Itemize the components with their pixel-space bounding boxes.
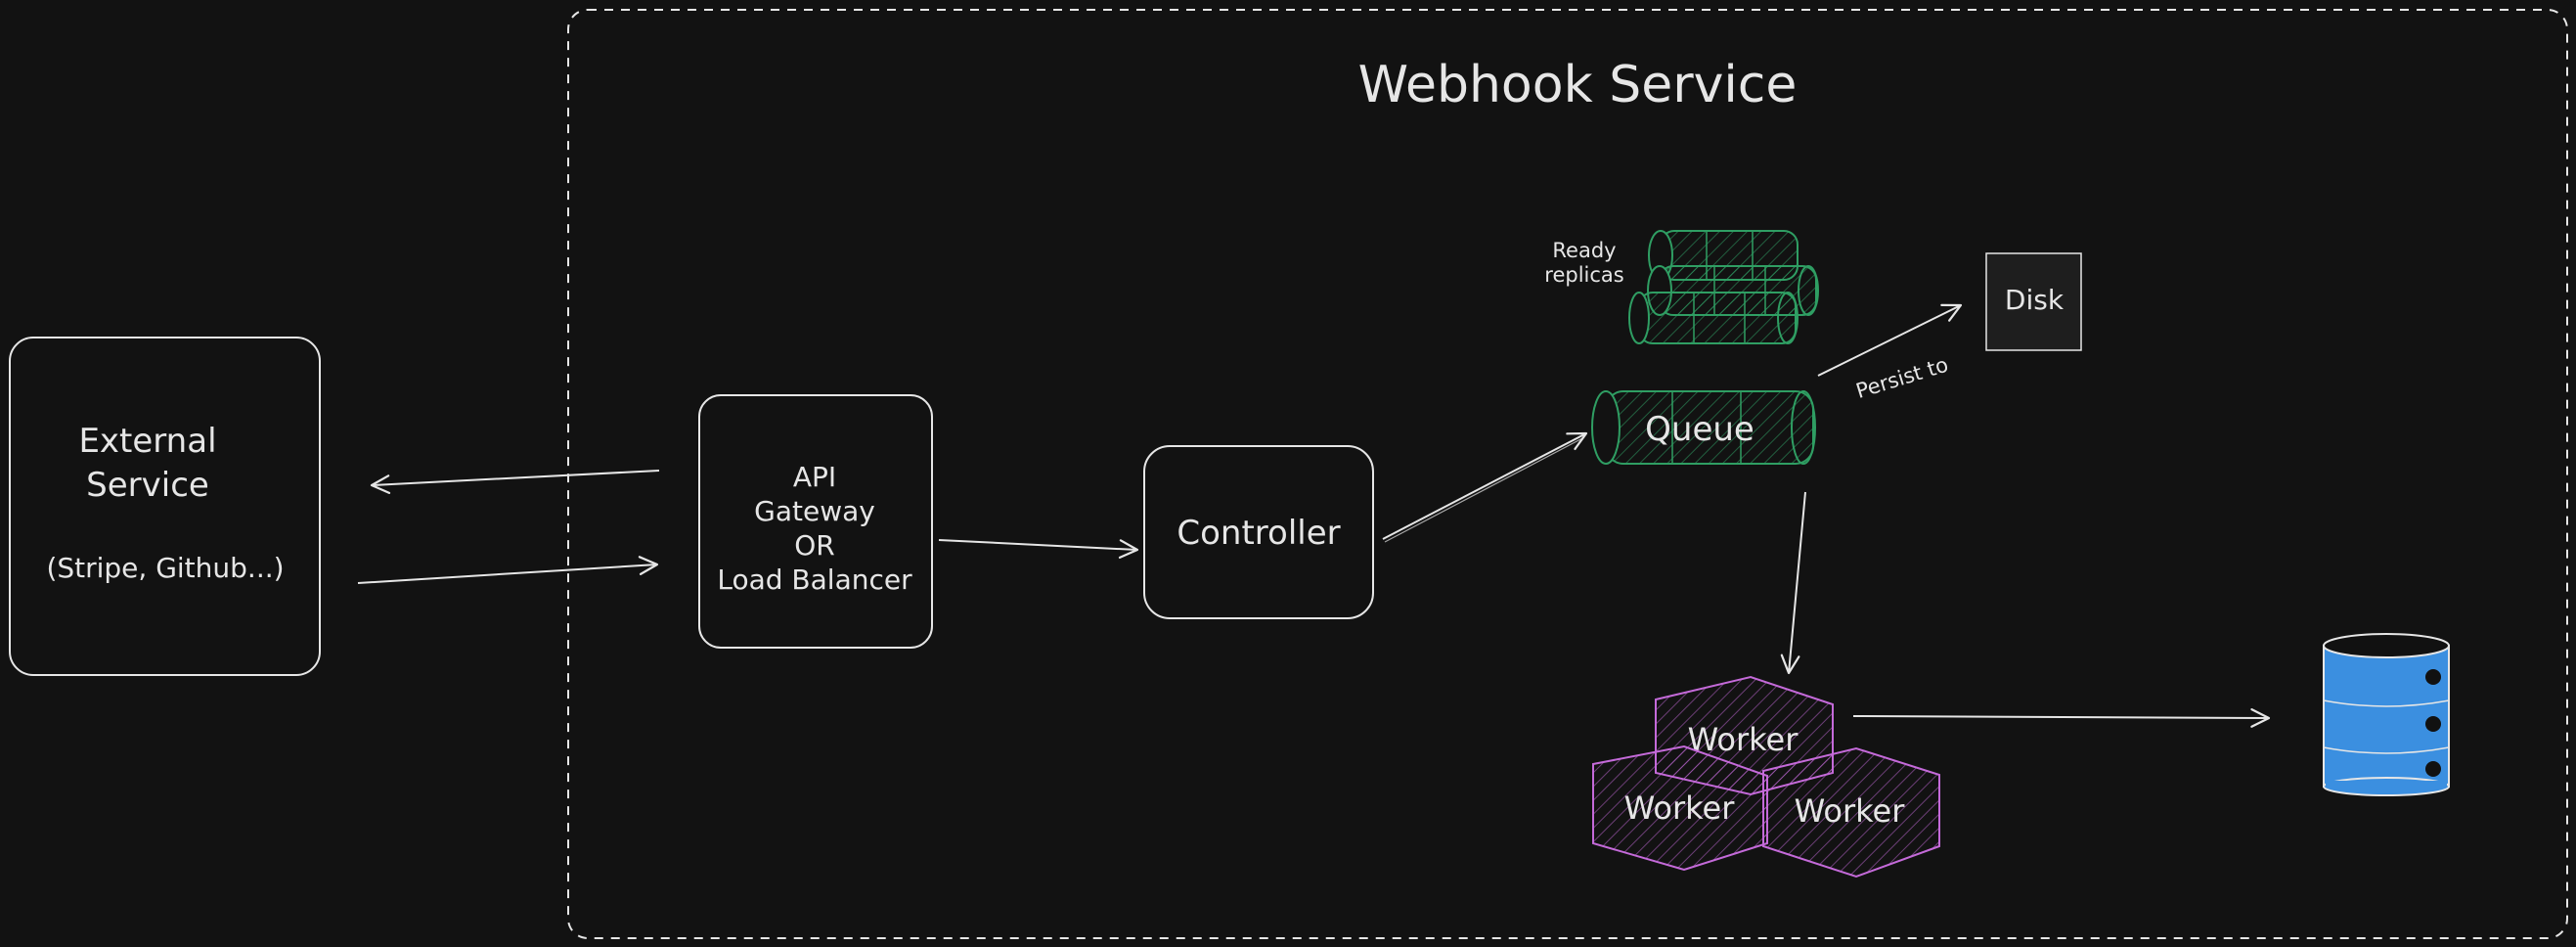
external-service-subtitle: (Stripe, Github...) [46,552,284,584]
external-service-label-line1: External [78,422,216,461]
persist-to-label: Persist to [1853,353,1951,403]
gateway-label-line4: Load Balancer [717,564,912,596]
external-service-node: External Service (Stripe, Github...) [9,337,321,676]
gateway-label-line2: Gateway [754,495,875,527]
replicas-note-line1: Ready [1552,239,1616,262]
replicas-note-line2: replicas [1544,263,1623,287]
arrow-gateway-to-controller [938,539,1139,560]
arrow-workers-to-database [1852,708,2271,728]
arrow-queue-to-disk [1817,303,1963,377]
api-gateway-node: API Gateway OR Load Balancer [698,394,933,649]
disk-label: Disk [2005,284,2065,316]
external-service-label-line2: Service [86,466,209,505]
worker-node-right: Worker [1762,746,1940,879]
workers-cluster: Worker Worker Worker [1592,675,1940,879]
arrow-gateway-to-external [370,470,660,494]
worker-label-right: Worker [1795,792,1906,830]
arrow-queue-to-workers [1780,491,1806,675]
worker-label-left: Worker [1624,789,1736,827]
database-icon [2323,633,2450,796]
arrow-controller-to-queue [1382,431,1588,540]
arrow-controller-to-queue-stroke2 [1384,436,1585,543]
webhook-service-boundary [567,9,2568,939]
controller-node: Controller [1143,445,1374,619]
ready-replicas-stack [1628,230,1819,344]
worker-node-left: Worker [1592,744,1768,872]
controller-label: Controller [1177,514,1340,553]
arrow-external-to-gateway [357,556,659,584]
queue-label: Queue [1645,410,1754,449]
queue-node: Queue [1591,390,1816,465]
gateway-label-line1: API [793,461,836,493]
disk-node: Disk [1985,252,2082,351]
worker-label-top: Worker [1688,721,1799,758]
replica-cylinder-bottom [1628,292,1799,344]
service-title: Webhook Service [1358,56,1798,114]
gateway-label-line3: OR [794,529,835,562]
